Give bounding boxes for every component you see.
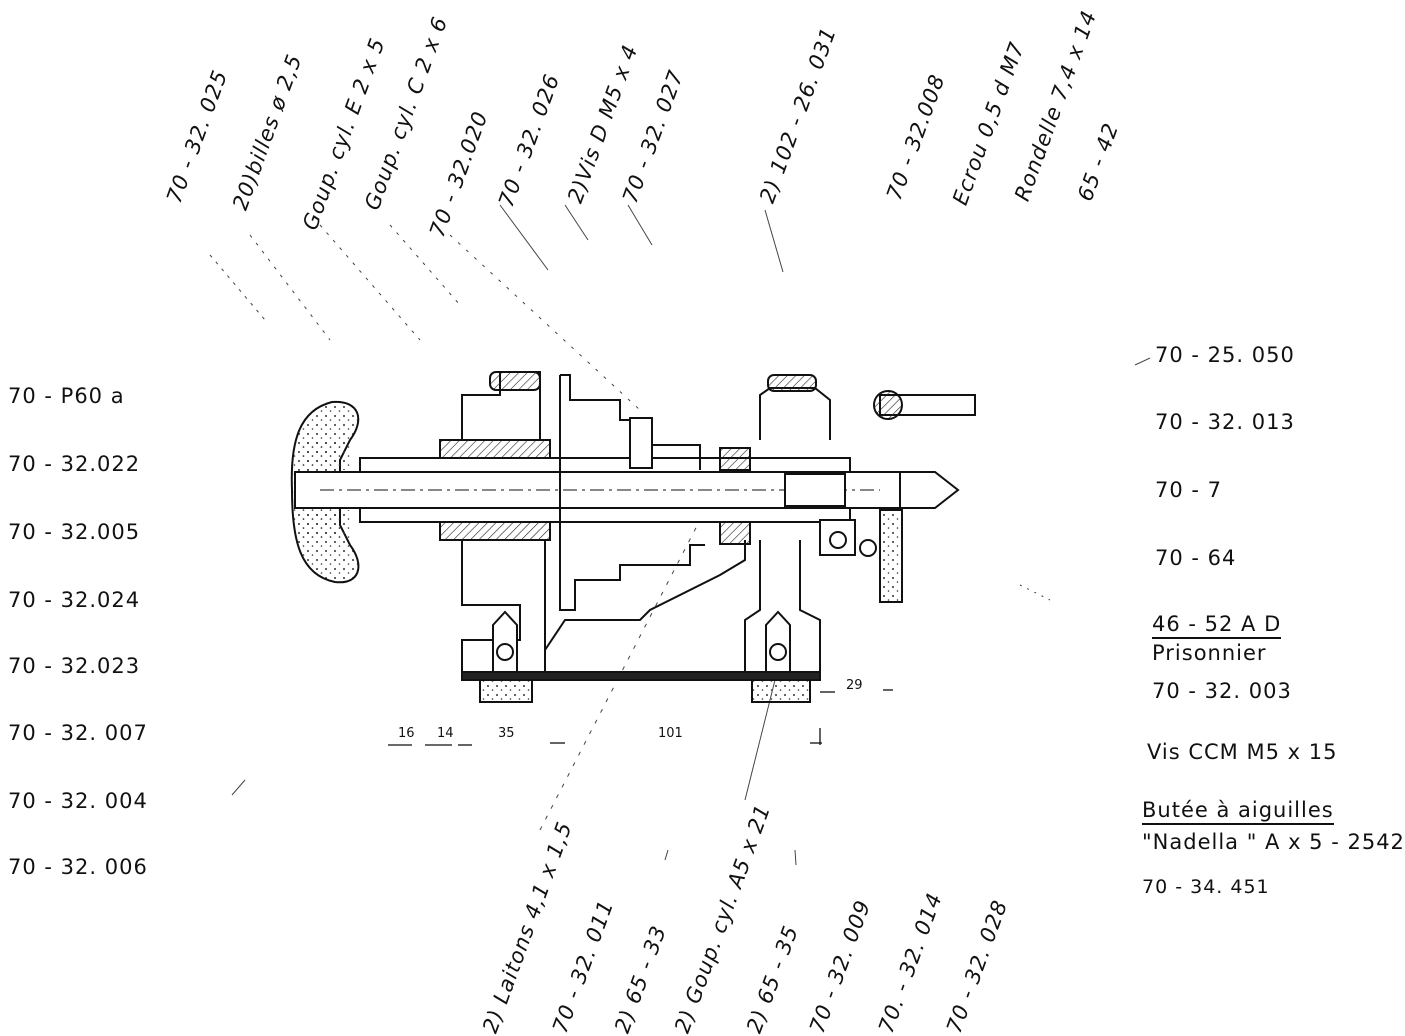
dimension-29: 29 [846,678,863,693]
dimension-16: 16 [398,726,415,741]
label-right-6: 70 - 32. 003 [1152,679,1292,703]
dimension-lines [388,689,893,746]
label-right-2: 70 - 32. 013 [1155,410,1295,434]
headstock-body [544,374,746,680]
label-left-6: 70 - 32. 007 [8,721,148,745]
base-plate [461,671,821,681]
dimension-35: 35 [498,726,515,741]
spindle-point [899,471,960,509]
label-right-9: 70 - 34. 451 [1142,876,1270,898]
label-left-2: 70 - 32.022 [8,452,141,476]
label-right-8-sub: "Nadella " A x 5 - 2542 [1142,830,1405,854]
assembly-drawing [290,371,976,703]
dimension-14: 14 [437,726,454,741]
label-right-4: 70 - 64 [1155,546,1237,570]
label-left-8: 70 - 32. 006 [8,855,148,879]
label-left-5: 70 - 32.023 [8,654,141,678]
dimension-101: 101 [658,726,683,741]
label-right-8-title: Butée à aiguilles [1142,798,1334,825]
label-left-3: 70 - 32.005 [8,520,141,544]
label-right-1: 70 - 25. 050 [1155,343,1295,367]
label-right-7: Vis CCM M5 x 15 [1147,740,1338,764]
label-left-1: 70 - P60 a [8,384,125,408]
label-left-7: 70 - 32. 004 [8,789,148,813]
label-right-3: 70 - 7 [1155,478,1223,502]
label-right-5-sub: Prisonnier [1152,641,1267,665]
leader-lines [209,204,1151,866]
label-left-4: 70 - 32.024 [8,588,141,612]
label-right-5-title: 46 - 52 A D [1152,612,1282,639]
